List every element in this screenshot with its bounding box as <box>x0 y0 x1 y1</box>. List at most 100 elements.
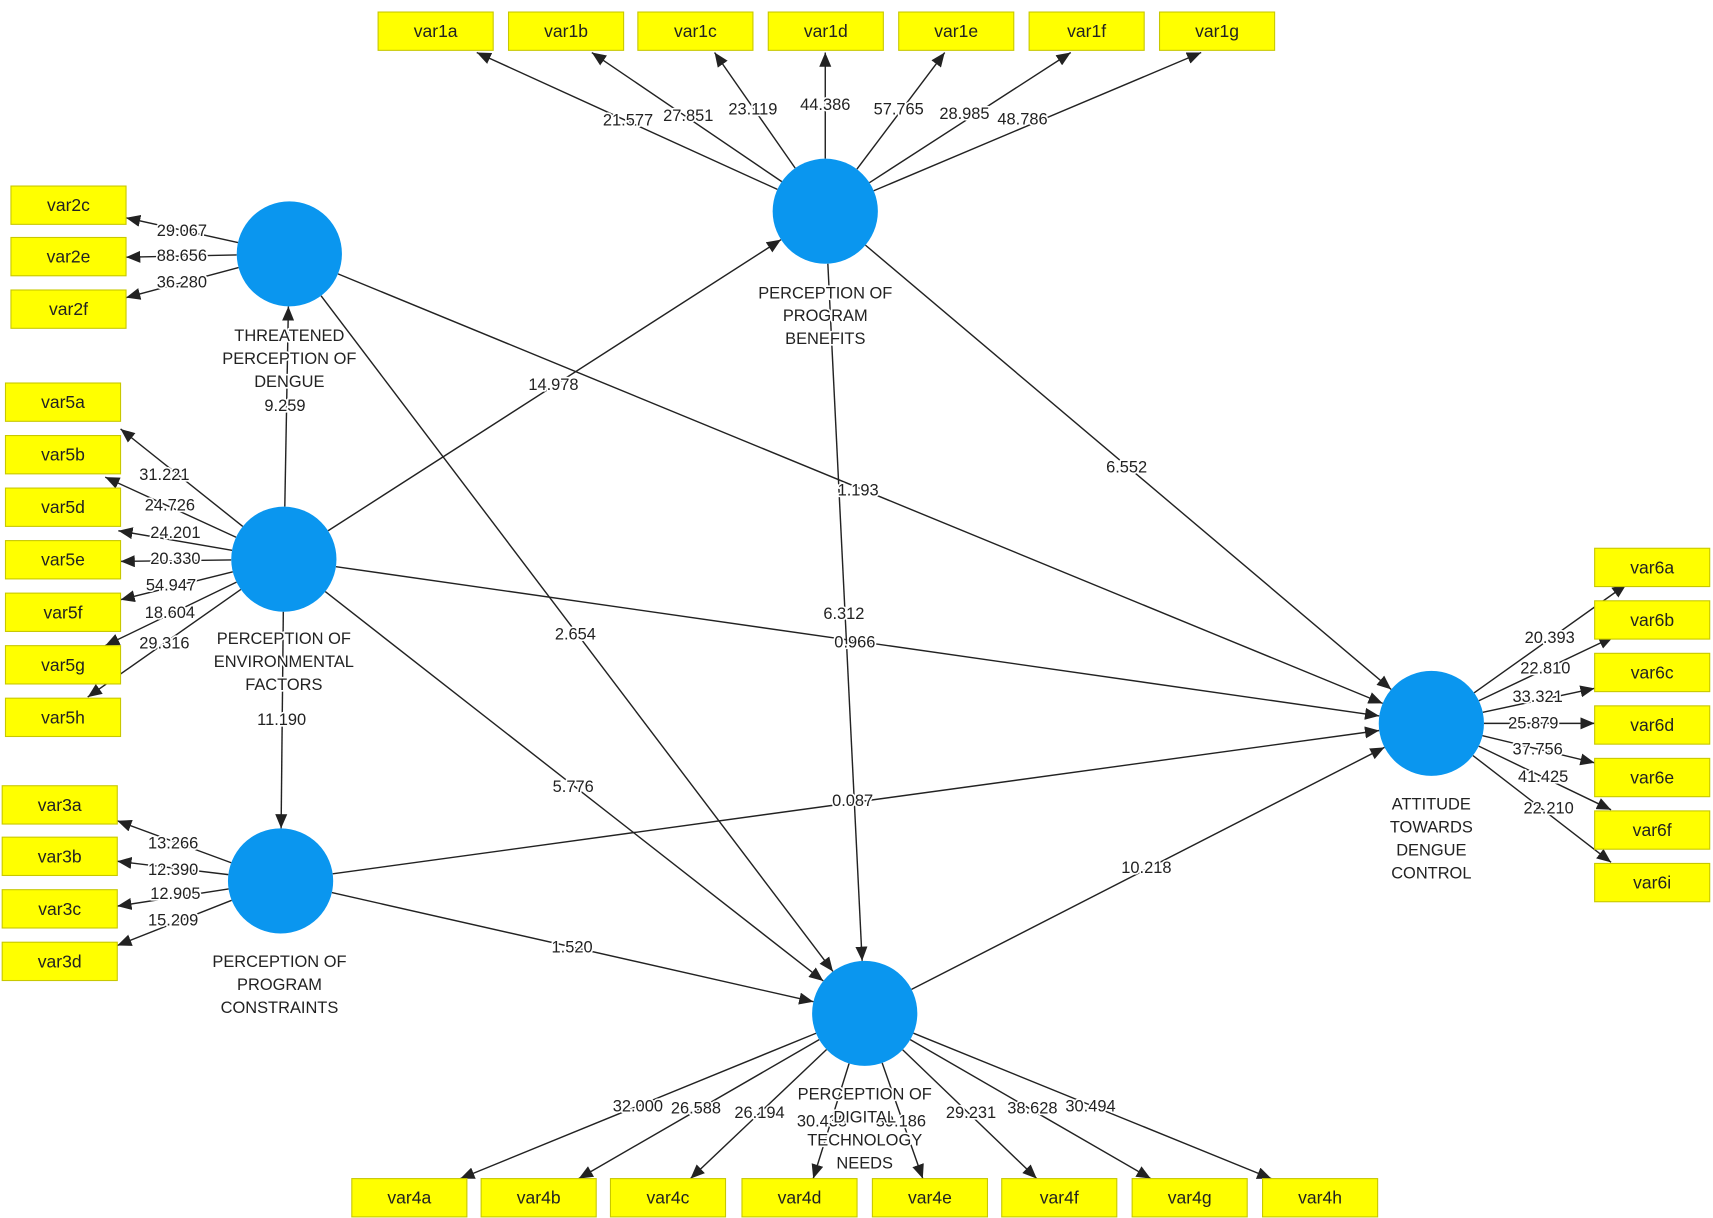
indicator-label: var4f <box>1040 1188 1079 1208</box>
indicator-box <box>1 785 118 825</box>
indicator-box <box>1594 862 1711 903</box>
loading-label: 31.221 <box>139 466 189 484</box>
path-coefficient-label: 0.966 <box>834 633 875 651</box>
path-coefficient-label: 9.259 <box>264 397 305 415</box>
indicator: var6c <box>1594 652 1711 693</box>
loading-arrow <box>104 476 237 538</box>
loading-arrow <box>811 1063 850 1179</box>
loading-label: 12.390 <box>148 861 198 879</box>
loading-arrow <box>1472 754 1612 863</box>
path-coefficient-label: 6.312 <box>823 605 864 623</box>
indicator-label: var5h <box>41 707 85 727</box>
indicator-box <box>4 592 122 632</box>
indicator-label: var4g <box>1168 1188 1212 1208</box>
indicator-box <box>377 11 494 51</box>
arrows-layer <box>87 51 1627 1180</box>
indicator-label: var4h <box>1298 1188 1342 1208</box>
indicator-label: var5d <box>41 497 85 517</box>
loading-label: 57.765 <box>874 100 924 118</box>
indicator-label: var6f <box>1633 820 1672 840</box>
indicator: var5a <box>4 382 122 422</box>
construct-node <box>236 201 342 307</box>
indicator: var3b <box>1 836 118 877</box>
loading-label: 41.425 <box>1518 768 1568 786</box>
indicator-label: var6d <box>1630 715 1674 735</box>
loading-label: 26.194 <box>734 1104 784 1122</box>
loading-arrow <box>909 1039 1152 1180</box>
indicator-box <box>1028 11 1145 51</box>
indicator-box <box>1 889 118 929</box>
indicator-box <box>1158 11 1276 51</box>
indicator-label: var5g <box>41 655 85 675</box>
indicator-box <box>637 11 754 51</box>
loading-label: 25.879 <box>1508 714 1558 732</box>
indicator-label: var4a <box>387 1188 431 1208</box>
loading-arrow <box>913 1032 1272 1180</box>
indicator-box <box>1594 705 1711 745</box>
path-arrow <box>320 295 834 972</box>
construct-node <box>812 960 918 1066</box>
indicator-box <box>4 645 122 685</box>
indicator: var1e <box>898 11 1015 51</box>
indicator: var4c <box>609 1178 727 1218</box>
loading-label: 44.386 <box>800 96 850 114</box>
loading-arrow <box>125 214 239 244</box>
loading-label: 38.628 <box>1007 1100 1057 1118</box>
indicator: var3a <box>1 785 118 825</box>
construct-label-line: PERCEPTION OF <box>758 284 892 302</box>
indicator: var5h <box>4 697 122 738</box>
loading-arrow <box>118 527 233 551</box>
indicator: var3d <box>1 941 118 982</box>
indicator: var6a <box>1594 547 1711 588</box>
indicator-box <box>4 697 122 738</box>
loading-arrow <box>117 888 229 910</box>
indicator: var5g <box>4 645 122 685</box>
indicator: var5f <box>4 592 122 632</box>
path-arrow <box>275 611 288 829</box>
path-arrow <box>282 306 295 507</box>
loading-label: 18.604 <box>145 604 195 622</box>
path-arrow <box>335 565 1380 720</box>
construct-label-line: BENEFITS <box>785 330 865 348</box>
construct-label-line: FACTORS <box>245 676 322 694</box>
loading-label: 88.656 <box>157 247 207 265</box>
indicator-box <box>1594 652 1711 693</box>
loading-arrow <box>126 250 237 263</box>
loading-arrow <box>689 1049 828 1180</box>
indicator: var2c <box>10 185 127 225</box>
path-arrow <box>332 726 1380 875</box>
indicator-label: var6a <box>1630 557 1674 577</box>
construct-label-line: CONSTRAINTS <box>221 999 339 1017</box>
construct-label-line: PERCEPTION OF <box>217 630 351 648</box>
indicator-label: var1b <box>544 21 588 41</box>
indicator-label: var5a <box>41 392 85 412</box>
loading-arrow <box>125 266 239 300</box>
indicator-label: var6b <box>1630 610 1674 630</box>
loading-arrow <box>1478 636 1614 702</box>
loading-label: 23.119 <box>728 100 777 118</box>
indicator: var6f <box>1594 810 1711 850</box>
indicator-box <box>1594 547 1711 588</box>
loading-label: 20.393 <box>1525 629 1575 647</box>
loading-arrow <box>1482 735 1595 766</box>
loading-label: 22.210 <box>1523 800 1573 818</box>
loading-label: 24.201 <box>150 524 200 542</box>
construct-label-line: ATTITUDE <box>1392 795 1471 813</box>
indicator: var1f <box>1028 11 1145 51</box>
indicator-box <box>1594 757 1711 798</box>
path-coefficient-label: 14.978 <box>528 376 578 394</box>
indicator-label: var1c <box>674 21 717 41</box>
indicator-box <box>1594 810 1711 850</box>
indicator: var4a <box>351 1178 468 1218</box>
indicator-label: var6c <box>1631 662 1674 682</box>
path-coefficient-label: 6.552 <box>1106 458 1147 476</box>
loading-arrow <box>591 51 783 183</box>
path-arrow <box>864 244 1392 690</box>
construct <box>227 828 334 934</box>
indicator: var1d <box>767 11 884 51</box>
loading-label: 15.209 <box>148 911 198 929</box>
indicator: var4g <box>1131 1178 1248 1218</box>
indicator: var3c <box>1 889 118 929</box>
indicator-label: var3b <box>38 846 82 866</box>
